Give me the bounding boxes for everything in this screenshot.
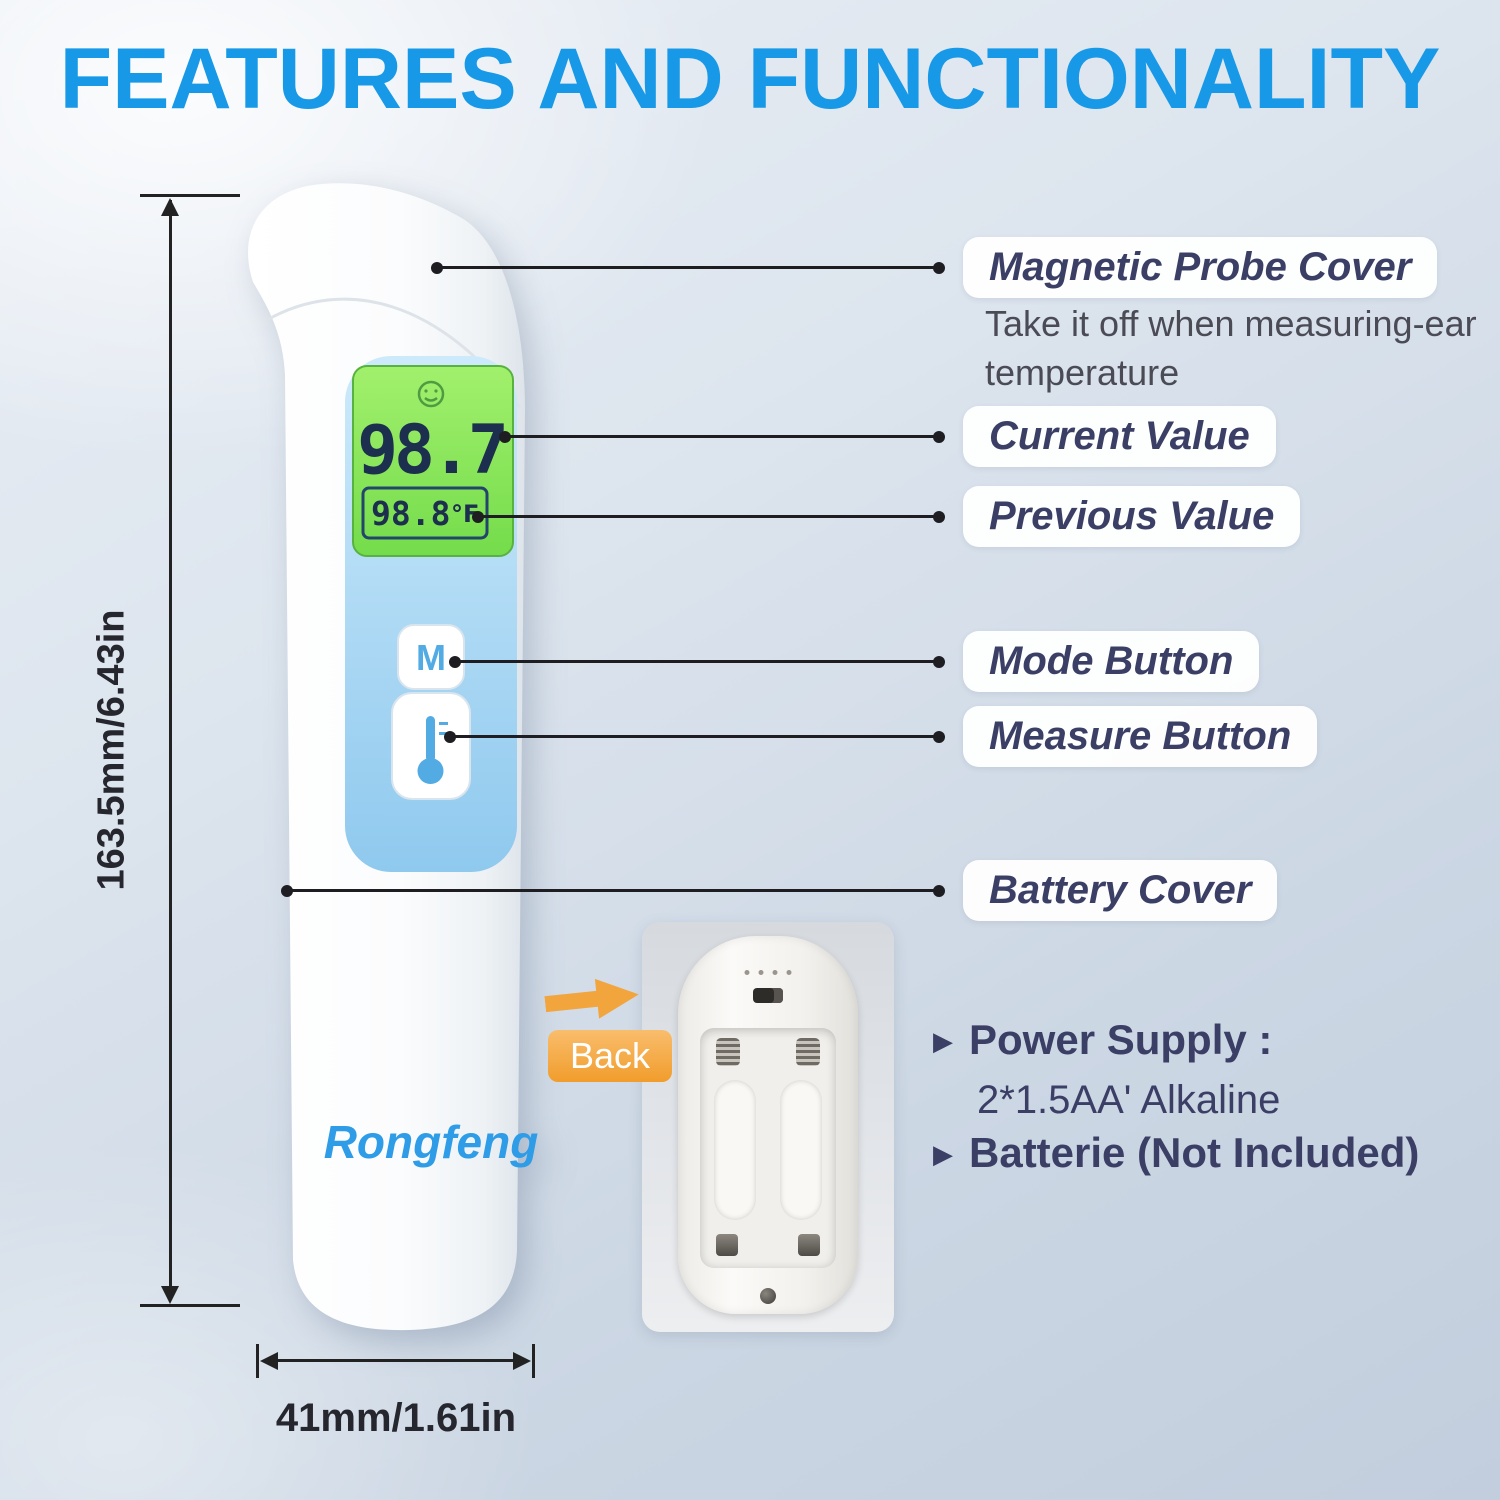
battery-contact-icon <box>798 1234 820 1256</box>
switch <box>753 988 783 1003</box>
lcd-current-value: 98.7 <box>357 411 505 490</box>
callout-dot <box>933 431 945 443</box>
note-title: Batterie (Not Included) <box>969 1129 1420 1176</box>
note-detail: 2*1.5AA' Alkaline <box>977 1078 1281 1122</box>
dim-arrow-left-icon <box>260 1352 278 1370</box>
callout-dot <box>281 885 293 897</box>
callout-line <box>450 735 939 738</box>
callout-dot <box>431 262 443 274</box>
battery-contact-icon <box>716 1234 738 1256</box>
brand-logo: Rongfeng <box>324 1116 539 1168</box>
callout-line <box>437 266 939 269</box>
probe-cover-description: Take it off when measuring-ear temperatu… <box>985 303 1477 393</box>
callout-label-magnetic-probe-cover: Magnetic Probe Cover <box>963 237 1438 298</box>
callout-label-mode-button: Mode Button <box>963 631 1260 692</box>
vent-dots <box>744 970 792 975</box>
callout-label-current-value: Current Value <box>963 406 1276 467</box>
battery-spring-icon <box>796 1038 820 1066</box>
width-dimension-label: 41mm/1.61in <box>275 1396 517 1440</box>
callout-dot <box>933 731 945 743</box>
dim-arrow-right-icon <box>513 1352 531 1370</box>
dim-left-cap <box>256 1344 259 1378</box>
previous-value-box <box>361 486 489 540</box>
dim-arrow-down-icon <box>161 1286 179 1304</box>
callout-line <box>287 889 939 892</box>
battery-spring-icon <box>716 1038 740 1066</box>
battery-channel <box>714 1080 756 1220</box>
callout-dot <box>444 731 456 743</box>
smiley-icon <box>417 380 445 408</box>
callout-label-battery-cover: Battery Cover <box>963 860 1278 921</box>
battery-channel <box>780 1080 822 1220</box>
note-title: Power Supply : <box>969 1016 1273 1063</box>
dim-bottom-cap <box>140 1304 240 1307</box>
callout-dot <box>499 431 511 443</box>
callout-dot <box>472 511 484 523</box>
height-dimension-label: 163.5mm/6.43in <box>90 609 133 891</box>
callout-dot <box>933 885 945 897</box>
page-title: FEATURES AND FUNCTIONALITY <box>59 31 1441 127</box>
mode-button-label: M <box>416 637 446 678</box>
callout-dot <box>449 656 461 668</box>
thermometer-icon <box>417 716 448 784</box>
lcd-previous-value: 98.8 <box>371 494 450 533</box>
callout-label-measure-button: Measure Button <box>963 706 1318 767</box>
callout-dot <box>933 511 945 523</box>
callout-dot <box>933 656 945 668</box>
dim-top-cap <box>140 194 240 197</box>
callout-label-previous-value: Previous Value <box>963 486 1301 547</box>
dim-height-line <box>169 200 172 1300</box>
lcd-screen <box>352 365 514 557</box>
callout-line <box>478 515 939 518</box>
battery-slot <box>700 1028 836 1268</box>
bullet-triangle-icon: ▶ <box>933 1139 953 1169</box>
device-back-shell <box>678 936 858 1314</box>
note-power-supply: ▶ Power Supply : <box>933 1015 1272 1067</box>
callout-line <box>505 435 939 438</box>
dim-right-cap <box>532 1344 535 1378</box>
mode-button[interactable] <box>397 624 465 690</box>
callout-dot <box>933 262 945 274</box>
screw-icon <box>760 1288 776 1304</box>
bullet-triangle-icon: ▶ <box>933 1026 953 1056</box>
note-batteries: ▶ Batterie (Not Included) <box>933 1128 1419 1180</box>
callout-line <box>455 660 939 663</box>
back-tag: Back <box>548 1030 673 1082</box>
thermometer-illustration: 98.7 98.8 °F M Rongfeng <box>248 183 539 1331</box>
dim-width-line <box>274 1359 516 1362</box>
battery-compartment-photo <box>642 922 894 1332</box>
back-arrow-icon <box>544 978 639 1019</box>
